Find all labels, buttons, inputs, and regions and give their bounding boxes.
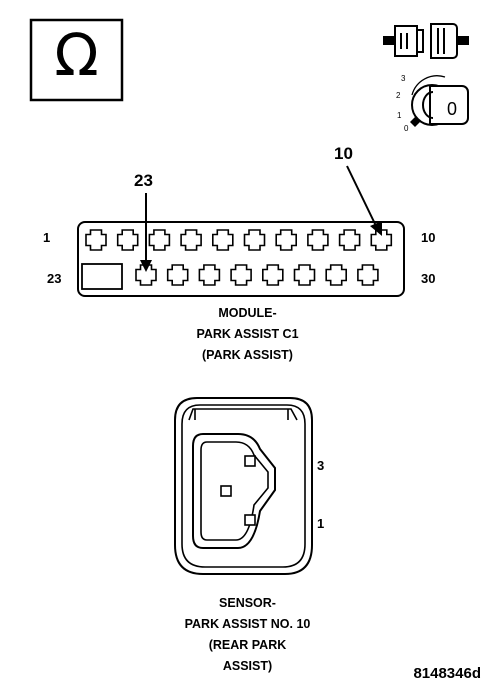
module-cavity-row2-8 <box>357 264 379 286</box>
module-cavity-row1-4 <box>180 229 202 251</box>
sensor-caption-line-1: SENSOR- <box>219 596 276 610</box>
module-cavity-row1-1 <box>85 229 107 251</box>
module-cavity-row1-7 <box>275 229 297 251</box>
key-position-3: 3 <box>401 74 406 83</box>
sensor-pin-2 <box>220 485 232 497</box>
key-position-2: 2 <box>396 91 401 100</box>
module-caption-line-2: PARK ASSIST C1 <box>196 327 299 341</box>
module-cavity-row1-6 <box>243 229 266 251</box>
sensor-caption-line-4: ASSIST) <box>222 659 273 673</box>
figure-id: 8148346d <box>413 665 481 682</box>
callout-arrow-23 <box>140 193 152 272</box>
key-position-1: 1 <box>397 111 402 120</box>
row1-end-pin-label: 10 <box>421 230 436 245</box>
sensor-pin-1-label: 1 <box>317 516 325 531</box>
module-cavity-row2-3 <box>198 264 221 286</box>
row2-end-pin-label: 30 <box>421 271 436 286</box>
module-caption-line-1: MODULE- <box>218 306 277 320</box>
row1-start-pin-label: 1 <box>43 230 51 245</box>
sensor-connector <box>174 397 313 575</box>
module-cavity-row2-6 <box>293 264 316 286</box>
ignition-key-icon: 0 3 2 1 0 <box>396 74 469 133</box>
module-cavity-row2-7 <box>325 264 347 286</box>
module-caption-line-3: (PARK ASSIST) <box>202 348 293 362</box>
sensor-pin-3 <box>244 455 256 467</box>
callout-arrow-10 <box>346 165 382 236</box>
module-cavity-row1-10 <box>370 229 393 251</box>
module-cavity-row2-1 <box>135 264 157 286</box>
module-pin-row-2 <box>135 264 379 286</box>
module-connector <box>77 221 405 297</box>
disconnected-connector-icon <box>383 23 469 59</box>
callout-label-10: 10 <box>334 144 353 163</box>
module-cavity-row1-5 <box>212 229 234 251</box>
callout-label-23: 23 <box>134 171 153 190</box>
key-position-0: 0 <box>404 124 409 133</box>
module-cavity-row1-3 <box>148 229 171 251</box>
module-caption: MODULE- PARK ASSIST C1 (PARK ASSIST) <box>0 303 495 366</box>
module-cavity-row2-5 <box>262 264 284 286</box>
sensor-caption-line-3: (REAR PARK <box>208 638 287 652</box>
key-position-label: 0 <box>447 99 457 119</box>
module-cavity-row2-2 <box>166 264 189 286</box>
module-cavity-row1-2 <box>116 229 139 251</box>
sensor-caption-line-2: PARK ASSIST NO. 10 <box>184 617 311 631</box>
sensor-caption: SENSOR- PARK ASSIST NO. 10 (REAR PARK AS… <box>0 593 495 677</box>
sensor-pin-1 <box>244 514 256 526</box>
ohmmeter-icon: Ω <box>29 18 124 102</box>
ohm-symbol: Ω <box>54 21 98 89</box>
module-cavity-row2-4 <box>230 264 252 286</box>
module-pin-row-1 <box>85 229 393 251</box>
row2-start-pin-label: 23 <box>47 271 62 286</box>
module-cavity-row1-9 <box>338 229 361 251</box>
module-cavity-row1-8 <box>307 229 329 251</box>
sensor-pin-3-label: 3 <box>317 458 325 473</box>
